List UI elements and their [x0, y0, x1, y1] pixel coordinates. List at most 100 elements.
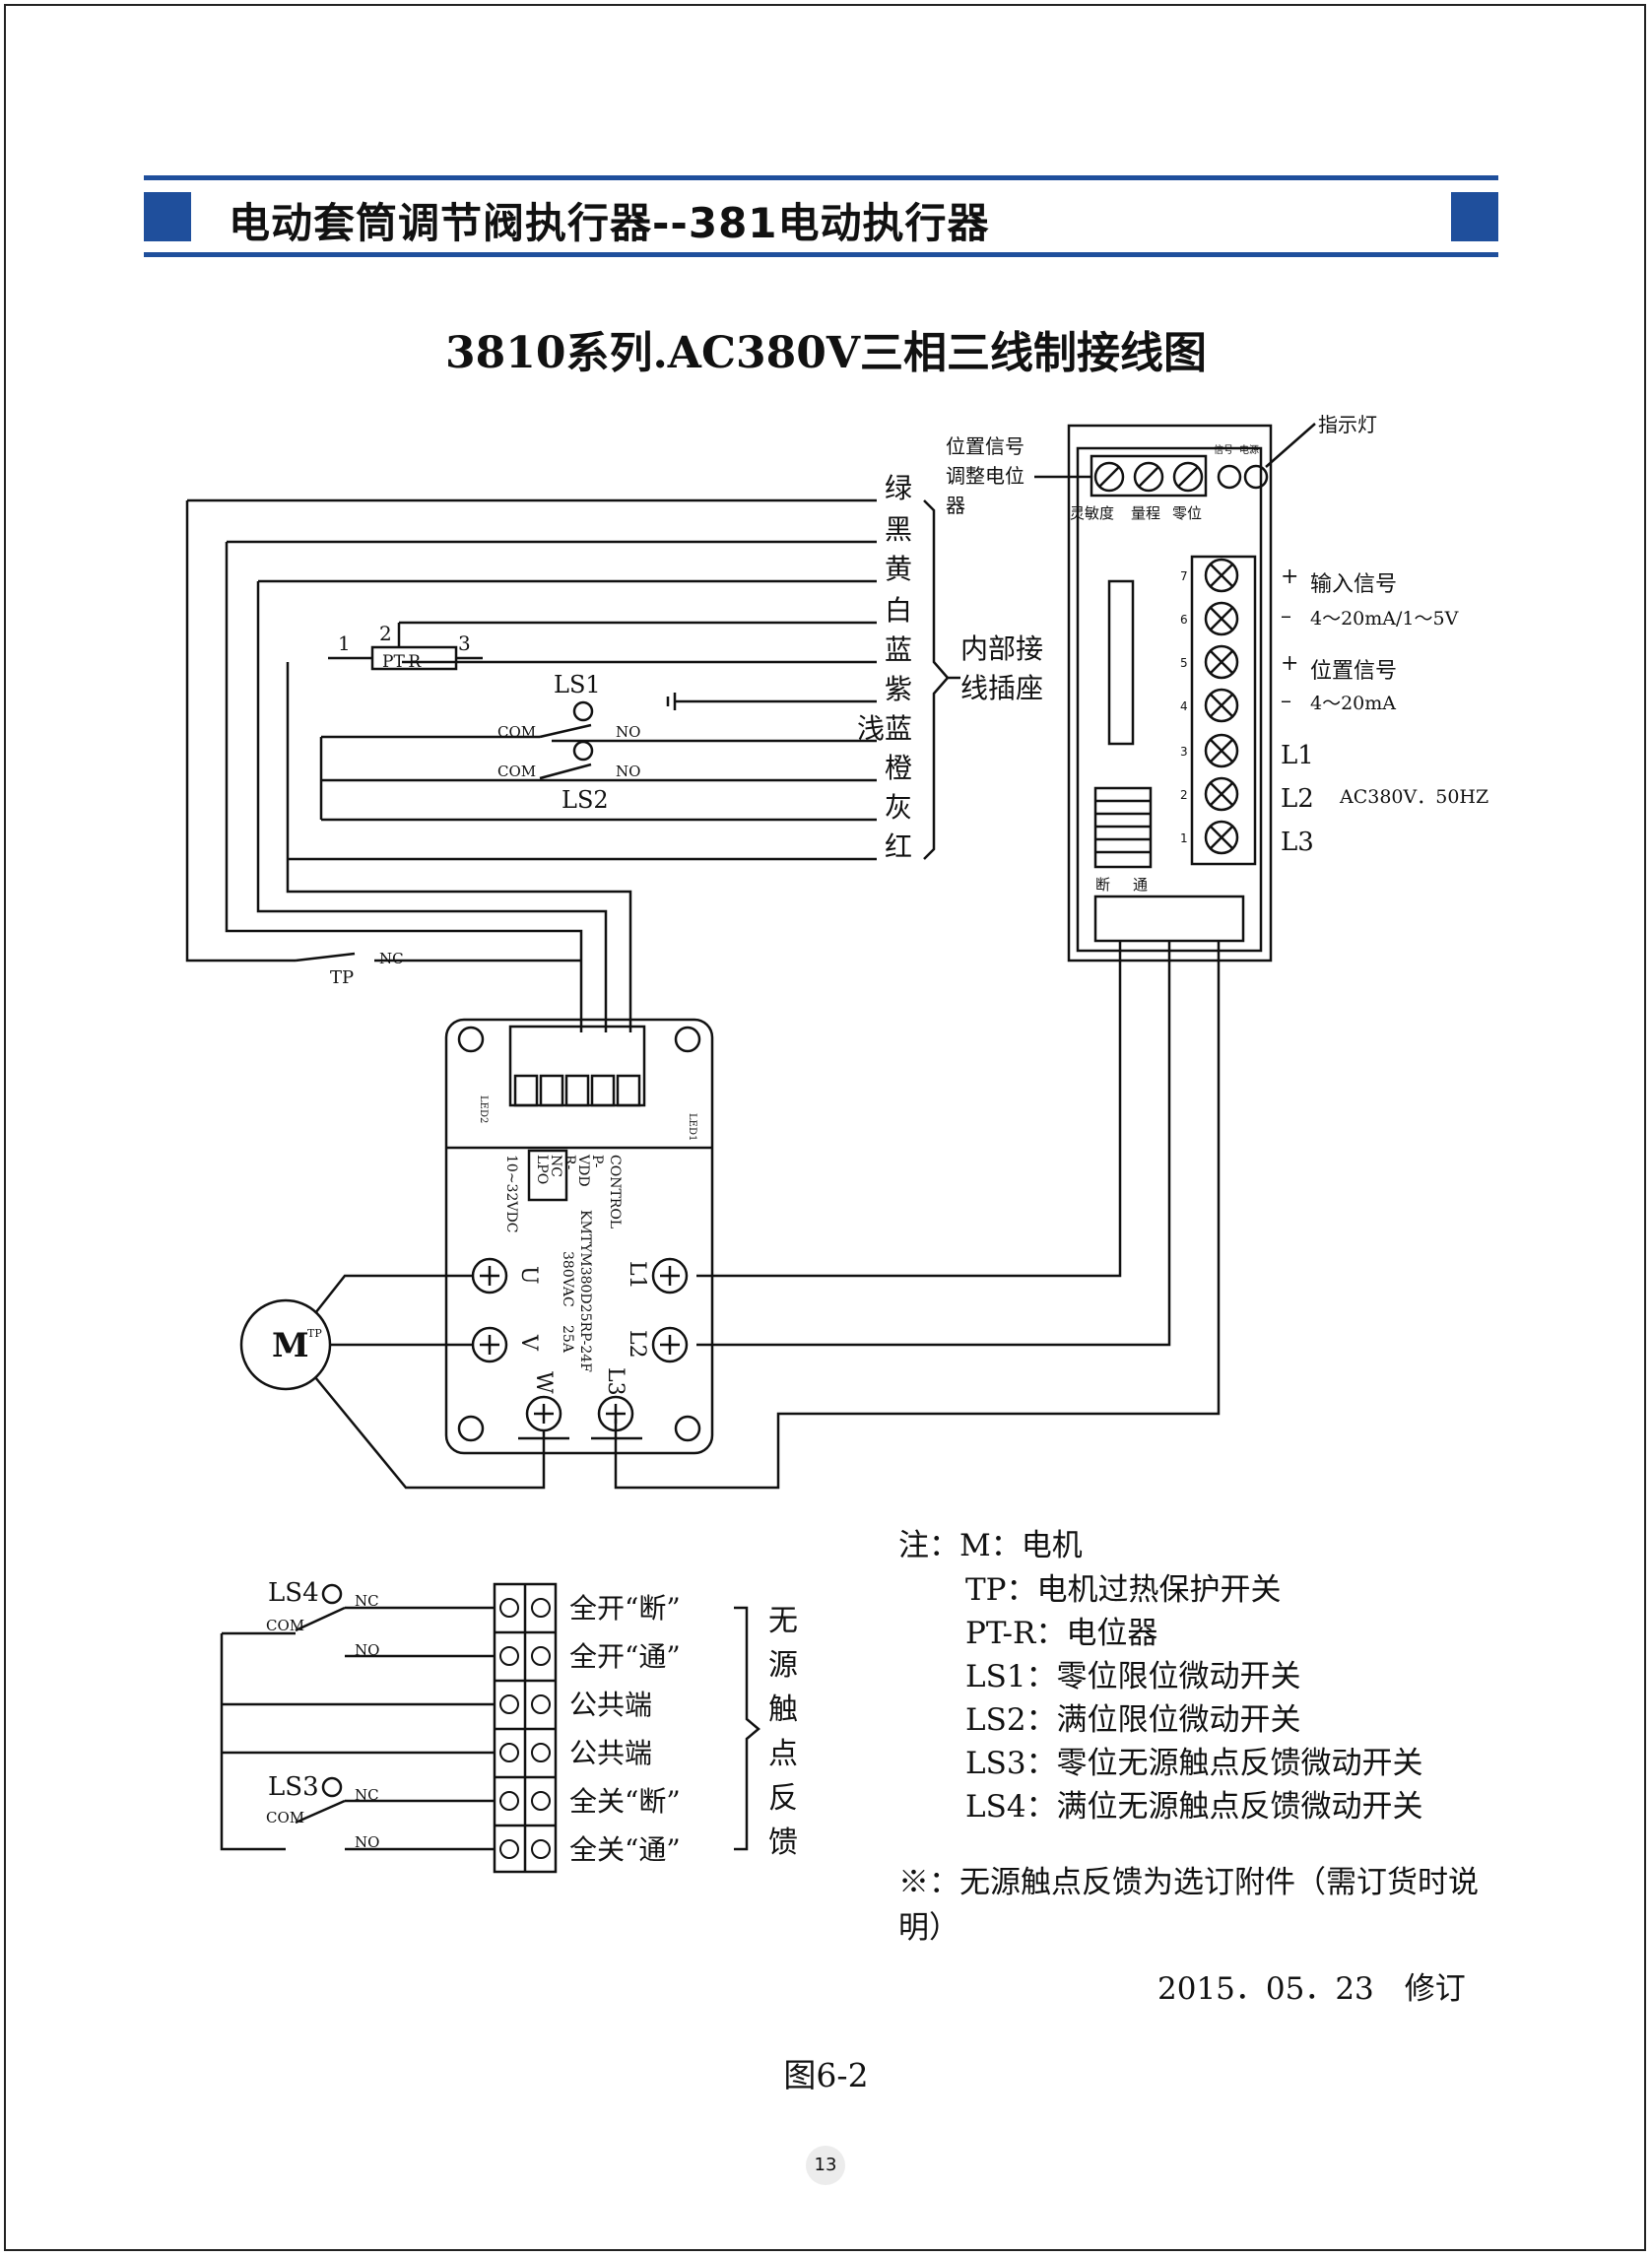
ls1-label: LS1 — [554, 671, 601, 698]
wire-color-5: 紫 — [885, 673, 912, 705]
module-pin-p: P- — [589, 1155, 605, 1168]
phase-l3: L3 — [1281, 828, 1314, 857]
module-rating-v: 380VAC — [560, 1251, 575, 1307]
motor-label: M — [272, 1326, 309, 1365]
terminal-num-3: 3 — [1180, 745, 1188, 759]
terminal-screws — [1204, 558, 1239, 855]
knob-label-range: 量程 — [1131, 504, 1160, 522]
module-led1: LED1 — [687, 1113, 697, 1141]
ls4-nc: NC — [355, 1592, 379, 1610]
pt-name: PT-R — [382, 652, 422, 672]
note-item-6: LS4：满位无源触点反馈微动开关 — [965, 1789, 1423, 1825]
svg-text:+: + — [1281, 651, 1298, 676]
wire-color-4: 蓝 — [885, 633, 912, 666]
figure-caption: 图6-2 — [783, 2056, 869, 2094]
ls3-label: LS3 — [268, 1772, 319, 1802]
tp-nc: NC — [379, 950, 404, 967]
ls3-no: NO — [355, 1833, 379, 1851]
page-number: 13 — [806, 2146, 845, 2185]
ls2-no: NO — [616, 763, 640, 780]
feedback-screws — [499, 1598, 551, 1859]
pot-label-3: 器 — [946, 494, 965, 517]
lamp-label-signal: 信号 — [1214, 444, 1233, 456]
feedback-title-2: 源 — [768, 1648, 798, 1683]
svg-text:–: – — [1281, 604, 1291, 629]
input-signal-title: 输入信号 — [1310, 572, 1397, 597]
module-pin-lpo: LPO — [534, 1155, 550, 1184]
terminal-num-1: 1 — [1180, 831, 1188, 845]
module-term-l2: L2 — [625, 1330, 649, 1359]
position-signal-range: 4～20mA — [1310, 693, 1396, 714]
wire-color-8: 灰 — [885, 791, 912, 824]
internal-socket-line1: 内部接 — [960, 632, 1043, 665]
feedback-row-6: 全关“通” — [569, 1833, 681, 1866]
header-square-right — [1451, 192, 1498, 241]
ls4-no: NO — [355, 1641, 379, 1659]
page-border — [4, 4, 1646, 2251]
ls2-com: COM — [497, 763, 536, 780]
feedback-row-1: 全开“断” — [569, 1592, 681, 1625]
module-control: CONTROL — [607, 1155, 623, 1228]
feedback-row-4: 公共端 — [569, 1737, 652, 1769]
wire-color-6: 浅蓝 — [857, 712, 912, 745]
input-signal-range: 4～20mA/1～5V — [1310, 608, 1459, 630]
terminal-num-4: 4 — [1180, 699, 1188, 713]
pt-pin-2: 2 — [379, 622, 392, 645]
feedback-row-5: 全关“断” — [569, 1785, 681, 1818]
module-term-w: W — [531, 1371, 556, 1394]
module-pin-vdd: VDD — [575, 1154, 591, 1187]
wire-color-9: 红 — [885, 830, 912, 863]
note-item-1: TP：电机过热保护开关 — [965, 1572, 1282, 1608]
tp-label: TP — [330, 967, 354, 988]
terminal-num-6: 6 — [1180, 613, 1188, 627]
indicator-label: 指示灯 — [1318, 413, 1377, 436]
feedback-row-2: 全开“通” — [569, 1640, 681, 1673]
wire-color-0: 绿 — [885, 472, 912, 504]
module-term-u: U — [516, 1266, 541, 1285]
ls4-com: COM — [266, 1617, 304, 1634]
feedback-row-3: 公共端 — [569, 1689, 652, 1721]
wire-color-3: 白 — [885, 594, 912, 627]
pt-pin-3: 3 — [458, 631, 471, 655]
note-item-2: PT-R：电位器 — [965, 1616, 1158, 1651]
wire-color-2: 黄 — [885, 553, 912, 585]
terminal-num-7: 7 — [1180, 569, 1188, 583]
feedback-title-4: 点 — [768, 1737, 798, 1771]
ls4-label: LS4 — [268, 1578, 319, 1608]
lamp-label-power: 电源 — [1239, 443, 1259, 456]
diagram-title: 3810系列.AC380V三相三线制接线图 — [445, 328, 1207, 378]
revision-date: 2015．05．23 修订 — [1157, 1971, 1466, 2007]
module-pin-nc: NC — [548, 1155, 563, 1177]
svg-text:–: – — [1281, 689, 1291, 713]
module-term-l1: L1 — [625, 1261, 649, 1290]
motor-tp-label: TP — [307, 1327, 322, 1340]
ls3-nc: NC — [355, 1786, 379, 1804]
wire-color-1: 黑 — [885, 513, 912, 546]
feedback-title-3: 触 — [768, 1693, 798, 1727]
knob-label-zero: 零位 — [1172, 504, 1202, 522]
internal-socket-line2: 线插座 — [960, 672, 1043, 704]
power-spec: AC380V．50HZ — [1339, 786, 1488, 808]
ls3-com: COM — [266, 1809, 304, 1826]
note-item-4: LS2：满位限位微动开关 — [965, 1702, 1301, 1738]
header-title: 电动套筒调节阀执行器--381电动执行器 — [229, 199, 990, 247]
module-model: KMTYM380D25RP-24F — [577, 1210, 593, 1372]
ls1-com: COM — [497, 723, 536, 741]
pot-label-1: 位置信号 — [946, 434, 1024, 458]
module-term-l3: L3 — [603, 1367, 628, 1396]
module-supply: 10~32VDC — [503, 1155, 519, 1232]
module-pin-r: R- — [562, 1155, 577, 1170]
header-rule-bottom — [144, 252, 1498, 257]
note-item-5: LS3：零位无源触点反馈微动开关 — [965, 1746, 1423, 1781]
optional-note: ※：无源触点反馈为选订附件（需订货时说明） — [898, 1865, 1479, 1946]
terminal-num-5: 5 — [1180, 656, 1188, 670]
phase-l2: L2 — [1281, 784, 1314, 814]
terminal-num-2: 2 — [1180, 788, 1188, 802]
position-signal-title: 位置信号 — [1310, 659, 1397, 684]
power-module — [444, 1018, 714, 1455]
pot-label-2: 调整电位 — [946, 464, 1024, 488]
wire-color-7: 橙 — [885, 752, 912, 784]
dip-label-on: 通 — [1133, 876, 1148, 894]
feedback-title-5: 反 — [768, 1781, 798, 1816]
